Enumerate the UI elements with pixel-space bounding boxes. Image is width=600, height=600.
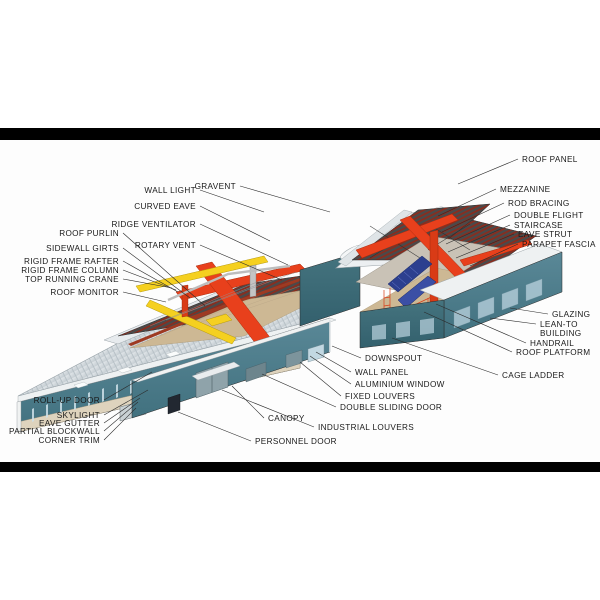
personnel-door (167, 393, 181, 415)
label-double-flight: DOUBLE FLIGHT (514, 211, 584, 220)
label-eave-gutter: EAVE GUTTER (39, 419, 100, 428)
label-ridge-ventilator: RIDGE VENTILATOR (112, 220, 196, 229)
label-handrail: HANDRAIL (530, 339, 574, 348)
letterbox-bar-top (0, 128, 600, 140)
label-eave-strut: EAVE STRUT (518, 230, 572, 239)
label-roof-monitor: ROOF MONITOR (50, 288, 119, 297)
industrial-louvers (245, 361, 267, 383)
label-glazing: GLAZING (552, 310, 590, 319)
label-layer: WALL LIGHT CURVED EAVE RIDGE VENTILATOR … (9, 155, 596, 446)
canopy (191, 361, 241, 381)
technical-illustration: WALL LIGHT CURVED EAVE RIDGE VENTILATOR … (0, 140, 600, 462)
label-fixed-louvers: FIXED LOUVERS (345, 392, 415, 401)
label-building: BUILDING (540, 329, 581, 338)
label-rotary-vent: ROTARY VENT (135, 241, 196, 250)
label-sidewall-girts: SIDEWALL GIRTS (46, 244, 119, 253)
label-wall-light: WALL LIGHT (144, 186, 196, 195)
label-roof-purlin: ROOF PURLIN (59, 229, 119, 238)
crane-runway-yellow-a (135, 255, 269, 293)
ridge-ventilator (337, 209, 413, 267)
label-wall-panel: WALL PANEL (355, 368, 409, 377)
label-double-sliding-door: DOUBLE SLIDING DOOR (340, 403, 442, 412)
label-aluminium-window: ALUMINIUM WINDOW (355, 380, 445, 389)
label-skylight: SKYLIGHT (57, 411, 100, 420)
label-roof-panel: ROOF PANEL (522, 155, 578, 164)
label-gravent: GRAVENT (195, 182, 236, 191)
label-canopy: CANOPY (268, 414, 305, 423)
label-industrial-louvers: INDUSTRIAL LOUVERS (318, 423, 414, 432)
double-flight-staircase (387, 255, 437, 309)
lean-to-end-glazing (372, 318, 434, 340)
label-staircase: STAIRCASE (514, 221, 563, 230)
letterbox-bar-bottom (0, 462, 600, 472)
label-mezzanine: MEZZANINE (500, 185, 551, 194)
rigid-frame-rafter (167, 264, 291, 302)
label-parapet-fascia: PARAPET FASCIA (522, 240, 596, 249)
crane-hoist-trolley (205, 313, 233, 327)
label-roll-up-door: ROLL-UP DOOR (34, 396, 100, 405)
leader-lines (103, 158, 549, 442)
skylight-group (73, 350, 181, 389)
glazing-panel-row (453, 278, 543, 329)
label-roof-platform: ROOF PLATFORM (516, 348, 590, 357)
eave-strut-red (459, 239, 533, 267)
label-lean-to: LEAN-TO (540, 320, 578, 329)
crane-rail-far (186, 278, 303, 320)
label-cage-ladder: CAGE LADDER (502, 371, 565, 380)
label-corner-trim: CORNER TRIM (39, 436, 100, 445)
label-curved-eave: CURVED EAVE (134, 202, 196, 211)
roof-purlin-group (149, 271, 297, 327)
crane-runway-yellow-b (145, 299, 237, 345)
label-rod-bracing: ROD BRACING (508, 199, 570, 208)
rigid-frame-column-b (249, 264, 257, 298)
label-partial-blockwall: PARTIAL BLOCKWALL (9, 427, 100, 436)
label-personnel-door: PERSONNEL DOOR (255, 437, 337, 446)
fixed-louvers (285, 349, 303, 369)
label-rigid-frame-column: RIGID FRAME COLUMN (21, 266, 119, 275)
label-top-running-crane: TOP RUNNING CRANE (25, 275, 119, 284)
front-low-sidewall-block (131, 317, 337, 419)
label-rigid-frame-rafter: RIGID FRAME RAFTER (24, 257, 119, 266)
portal-frame-column-red (429, 229, 439, 311)
corner-trim (16, 400, 22, 433)
label-downspout: DOWNSPOUT (365, 354, 422, 363)
rear-building-block (299, 203, 563, 349)
